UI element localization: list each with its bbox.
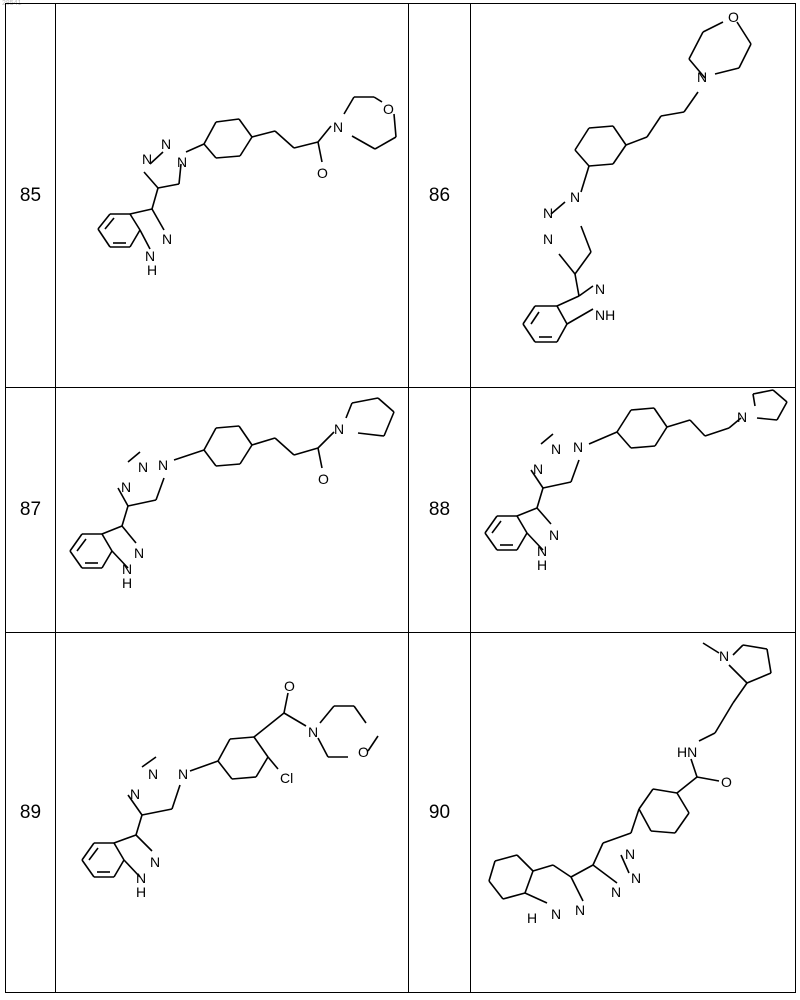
- atom-label: Cl: [280, 770, 293, 786]
- compound-number: 89: [6, 633, 56, 993]
- atom-label: N: [162, 231, 172, 247]
- atom-label: O: [317, 165, 328, 181]
- atom-label: O: [358, 744, 369, 760]
- atom-label: N: [138, 459, 148, 475]
- atom-label: N: [549, 527, 559, 543]
- atom-label: O: [284, 678, 295, 694]
- atom-label: N: [719, 648, 729, 664]
- structure-cell: O N N N N N NH: [471, 4, 796, 388]
- compound-number: 88: [409, 388, 471, 633]
- structure-cell: N N N N N H O N O: [56, 4, 409, 388]
- atom-label: O: [721, 774, 732, 790]
- atom-label: N: [697, 69, 707, 85]
- atom-label: N: [334, 421, 344, 437]
- atom-label: N: [737, 409, 747, 425]
- table-row: 89 N: [6, 633, 796, 993]
- atom-label: H: [147, 262, 157, 278]
- atom-label: HN: [677, 744, 697, 760]
- structure-drawing: N HN O N N N N N H: [471, 633, 796, 993]
- atom-label: N: [551, 441, 561, 457]
- atom-label: N: [134, 545, 144, 561]
- atom-label: N: [308, 724, 318, 740]
- atom-label: H: [136, 884, 146, 900]
- structure-cell: N N N N N H N: [471, 388, 796, 633]
- structure-drawing: N N N N N H N: [471, 388, 796, 633]
- atom-label: N: [575, 902, 585, 918]
- compound-number: 90: [409, 633, 471, 993]
- atom-label: N: [333, 119, 343, 135]
- structure-cell: N N N N N H O N: [56, 388, 409, 633]
- compound-number: 85: [6, 4, 56, 388]
- atom-label: N: [150, 854, 160, 870]
- atom-label: N: [573, 439, 583, 455]
- structure-drawing: N N N N N H O N O Cl: [56, 633, 409, 993]
- atom-label: N: [625, 846, 635, 862]
- compound-number: 87: [6, 388, 56, 633]
- atom-label: N: [121, 479, 131, 495]
- atom-label: N: [570, 189, 580, 205]
- atom-label: N: [631, 870, 641, 886]
- atom-label: H: [122, 575, 132, 591]
- atom-label: O: [318, 471, 329, 487]
- atom-label: H: [537, 557, 547, 573]
- atom-label: N: [595, 281, 605, 297]
- compound-number: 86: [409, 4, 471, 388]
- atom-label: N: [543, 231, 553, 247]
- structure-drawing: N N N N N H O N: [56, 388, 409, 633]
- atom-label: O: [383, 101, 394, 117]
- atom-label: N: [551, 906, 561, 922]
- table-row: 85 N: [6, 4, 796, 388]
- atom-label: N: [142, 151, 152, 167]
- table-row: 87 N: [6, 388, 796, 633]
- atom-label: N: [161, 136, 171, 152]
- atom-label: N: [148, 766, 158, 782]
- atom-label: H: [527, 910, 537, 926]
- atom-label: O: [728, 9, 739, 25]
- atom-label: N: [130, 786, 140, 802]
- atom-label: N: [177, 154, 187, 170]
- structure-drawing: O N N N N N NH: [471, 4, 796, 388]
- structure-cell: N N N N N H O N O Cl: [56, 633, 409, 993]
- atom-label: N: [158, 457, 168, 473]
- atom-label: N: [178, 766, 188, 782]
- compound-table: 85 N: [5, 3, 796, 993]
- atom-label: NH: [595, 307, 615, 323]
- atom-label: N: [543, 205, 553, 221]
- structure-cell: N HN O N N N N N H: [471, 633, 796, 993]
- atom-label: N: [533, 461, 543, 477]
- atom-label: N: [611, 884, 621, 900]
- structure-drawing: N N N N N H O N O: [56, 4, 409, 388]
